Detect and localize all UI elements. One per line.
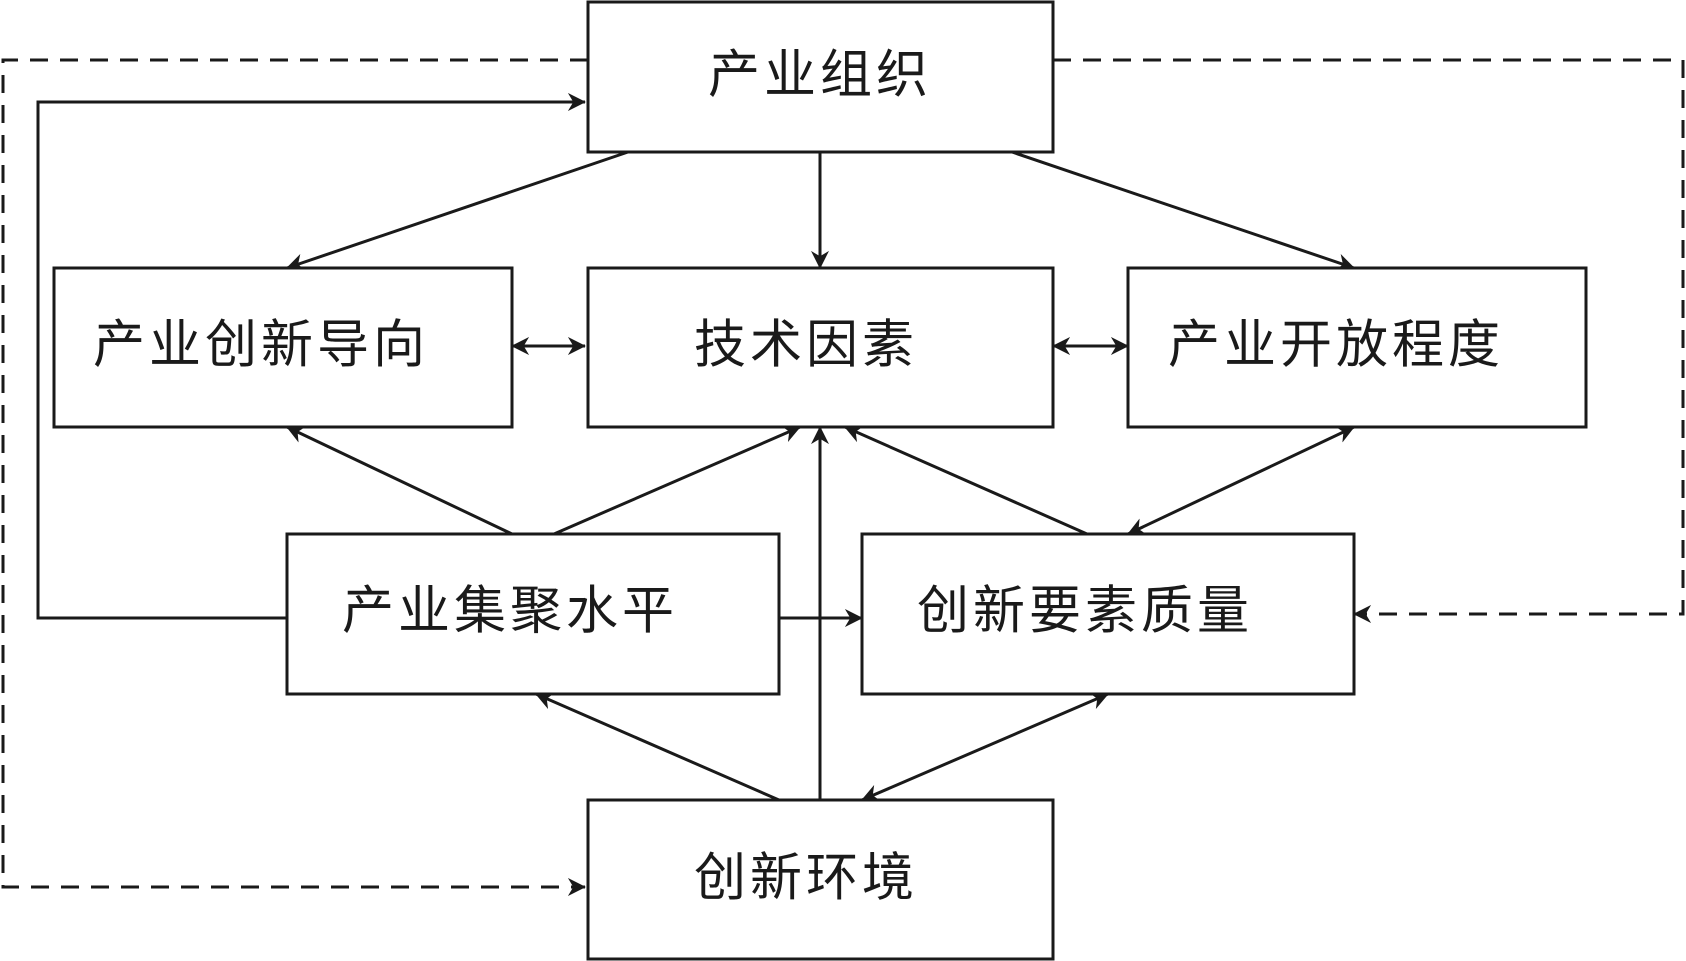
edge-environment-to-agglomeration [535, 692, 780, 802]
node-industry-organization: 产业组织 [586, 0, 1055, 154]
node-agglomeration-level: 产业集聚水平 [285, 532, 781, 696]
node-innovation-environment: 创新环境 [586, 798, 1055, 961]
node-innovation-factor-quality: 创新要素质量 [860, 532, 1356, 696]
node-label: 产业组织 [708, 46, 932, 106]
edge-agglomeration-to-technology [553, 425, 801, 536]
edge-organization-to-openness [1011, 150, 1355, 272]
edge-factor-quality-openness-bidirectional [1127, 425, 1355, 536]
node-openness-degree: 产业开放程度 [1126, 266, 1588, 429]
edge-agglomeration-to-orientation [286, 425, 513, 536]
node-label: 创新环境 [694, 849, 918, 909]
node-label: 产业创新导向 [93, 316, 429, 376]
edge-environment-factor-quality-bidirectional [861, 692, 1109, 802]
node-label: 产业开放程度 [1168, 316, 1504, 376]
edge-organization-to-orientation [286, 150, 629, 272]
edge-organization-to-environment-dashed [1, 58, 588, 896]
node-innovation-orientation: 产业创新导向 [52, 266, 514, 429]
edge-agglomeration-to-organization [36, 93, 586, 620]
edge-factor-quality-to-technology [844, 425, 1088, 536]
node-label: 产业集聚水平 [342, 582, 678, 642]
node-technology-factors: 技术因素 [586, 266, 1055, 429]
node-label: 创新要素质量 [917, 582, 1253, 642]
node-label: 技术因素 [694, 316, 918, 376]
edge-organization-to-factor-quality-dashed [1053, 58, 1685, 623]
